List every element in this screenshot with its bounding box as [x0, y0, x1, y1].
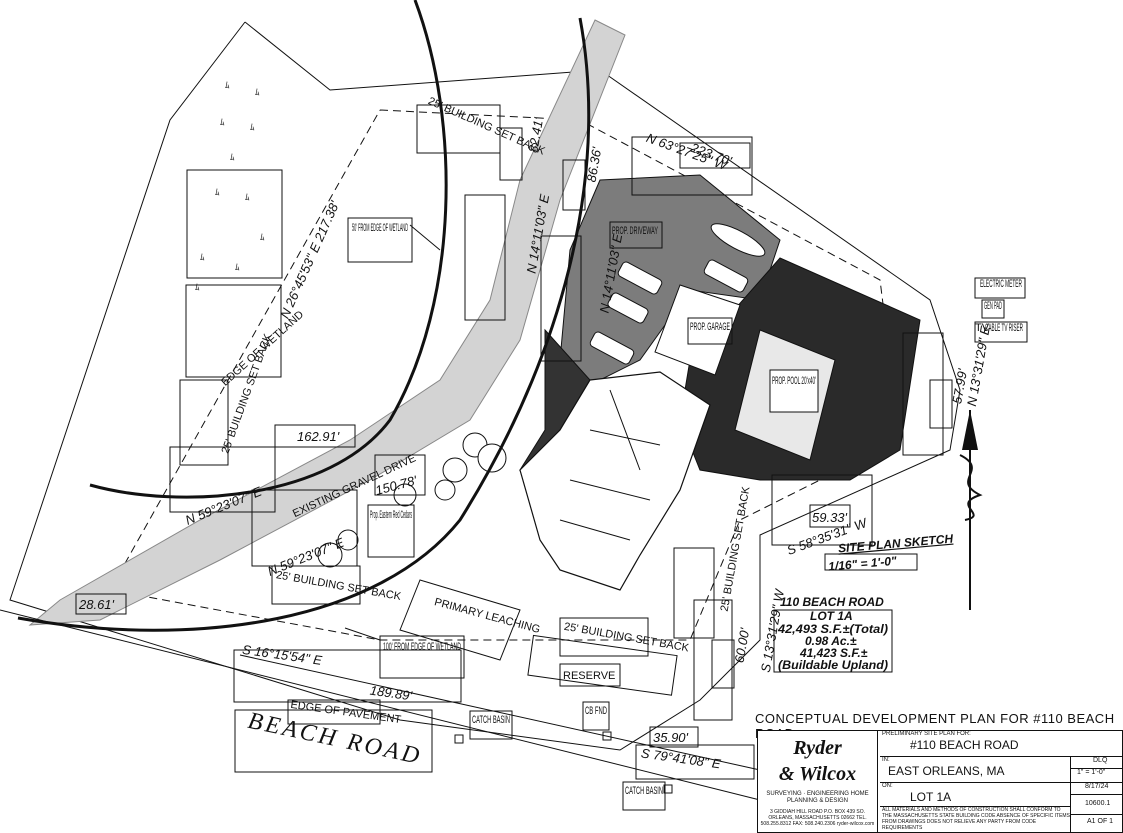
on-value: LOT 1A: [910, 790, 952, 804]
garage: [654, 284, 741, 376]
catch-basin-1-label: CATCH BASIN: [472, 714, 510, 726]
title-block: Ryder & Wilcox SURVEYING · ENGINEERING H…: [757, 730, 1123, 833]
lot-info-total: 42,493 S.F.±(Total): [777, 622, 888, 636]
svg-text:ﾑ: ﾑ: [245, 193, 250, 203]
scale-value: 1" = 1'-0": [1070, 769, 1122, 783]
dist-d5: 28.61': [78, 597, 115, 612]
dist-d3: 82.41': [525, 116, 546, 154]
cedar-trees: [317, 432, 507, 568]
prop-garage-label: PROP. GARAGE: [690, 321, 730, 333]
lot-info-acres: 0.98 Ac.±: [805, 634, 857, 648]
bearing-b11-dist: 60.00': [732, 626, 753, 664]
svg-text:ﾑ: ﾑ: [235, 263, 240, 273]
svg-text:ﾑ: ﾑ: [260, 233, 265, 243]
sketch-scale: 1/16" = 1'-0": [828, 554, 898, 574]
plan-for-label: PRELIMINARY SITE PLAN FOR:: [882, 731, 971, 737]
bearing-b9-dist: 189.89': [369, 683, 413, 704]
north-arrow-icon: [959, 410, 983, 610]
note-row: ALL MATERIALS AND METHODS OF CONSTRUCTIO…: [880, 807, 1070, 832]
lot-info-upland: 41,423 S.F.±: [799, 646, 868, 660]
reserve-label: RESERVE: [563, 670, 615, 682]
wetland-100-label: 100' FROM EDGE OF WETLAND: [383, 641, 461, 653]
setback-vertical-label: 25' BUILDING SET BACK: [719, 485, 753, 612]
gen-pad-label: GEN PAD: [984, 300, 1002, 312]
wetland-100-line: [17, 17, 591, 632]
bearing-b6-dist: 59.33': [812, 510, 848, 525]
dist-d4: 86.36': [584, 146, 605, 184]
svg-text:ﾑ: ﾑ: [225, 81, 230, 91]
brand-line-1: Ryder: [793, 737, 842, 759]
bearing-b1: N 26°45'53" E 217.38': [277, 198, 342, 320]
electric-meter-label: ELECTRIC METER: [980, 278, 1022, 290]
plan-for-row: PRELIMINARY SITE PLAN FOR: #110 BEACH RO…: [880, 731, 1122, 757]
lot-info-upland-note: (Buildable Upland): [778, 658, 888, 672]
brand-line-2: & Wilcox: [778, 763, 857, 785]
on-label: ON:: [882, 783, 893, 789]
in-value: EAST ORLEANS, MA: [888, 764, 1005, 778]
bearing-b10-dist: 35.90': [653, 730, 689, 745]
svg-text:ﾑ: ﾑ: [195, 283, 200, 293]
drawn-by: DLQ: [1070, 757, 1122, 769]
location-row: IN: EAST ORLEANS, MA: [880, 757, 1070, 783]
wetland-50-line: [89, 0, 448, 499]
lot-info-lot: LOT 1A: [810, 609, 853, 623]
svg-text:ﾑ: ﾑ: [220, 118, 225, 128]
setback-line: [109, 109, 901, 641]
sheet-number: A1 OF 1: [1070, 815, 1122, 832]
bearing-b10: S 79°41'08" E: [640, 745, 722, 771]
code-note: ALL MATERIALS AND METHODS OF CONSTRUCTIO…: [882, 807, 1070, 831]
plan-for-value: #110 BEACH ROAD: [910, 738, 1019, 752]
firm-tagline: SURVEYING · ENGINEERING HOME PLANNING & …: [766, 791, 869, 804]
date-value: 8/17/24: [1070, 783, 1122, 795]
svg-text:ﾑ: ﾑ: [250, 123, 255, 133]
cable-tv-label: CABLE TV RISER: [985, 322, 1023, 334]
existing-gravel-drive: [28, 19, 626, 626]
in-label: IN:: [882, 757, 890, 763]
prop-pool-label: PROP. POOL 20'x40': [772, 375, 816, 387]
svg-text:ﾑ: ﾑ: [230, 153, 235, 163]
primary-leaching-label: PRIMARY LEACHING: [433, 596, 541, 636]
job-number: 10600.1: [1070, 795, 1122, 815]
lot-info-title: 110 BEACH ROAD: [780, 595, 884, 609]
setback-mid-label: 25' BUILDING SET BACK: [275, 569, 402, 603]
tv-label: TV: [975, 322, 990, 334]
cedars-label: Prop. Eastern Red Cedars: [370, 509, 412, 521]
bearing-b5: N 13°31'29" E: [964, 325, 993, 408]
prop-driveway-label: PROP. DRIVEWAY: [612, 225, 658, 237]
firm-logo: Ryder & Wilcox SURVEYING · ENGINEERING H…: [758, 731, 878, 832]
house-footprint: [519, 371, 711, 591]
setback-right-label: 25' BUILDING SET BACK: [563, 621, 690, 655]
cb-fnd-label: CB FND: [585, 705, 607, 717]
wetland-50-label: 50' FROM EDGE OF WETLAND: [352, 222, 408, 234]
dist-d1: 162.91': [297, 429, 340, 444]
svg-text:ﾑ: ﾑ: [200, 253, 205, 263]
wetland-symbols: ﾑ ﾑ ﾑ ﾑ ﾑ ﾑ ﾑ ﾑ ﾑ ﾑ ﾑ: [195, 81, 265, 293]
sketch-title: SITE PLAN SKETCH: [838, 531, 954, 555]
lot-row: ON: LOT 1A: [880, 783, 1070, 807]
svg-text:ﾑ: ﾑ: [255, 88, 260, 98]
catch-basin-2-label: CATCH BASIN: [625, 785, 663, 797]
bearing-b5-dist: 57.99': [949, 367, 970, 405]
svg-text:ﾑ: ﾑ: [215, 188, 220, 198]
firm-address: 3 GIDDIAH HILL ROAD P.O. BOX 439 SO. ORL…: [760, 809, 875, 827]
